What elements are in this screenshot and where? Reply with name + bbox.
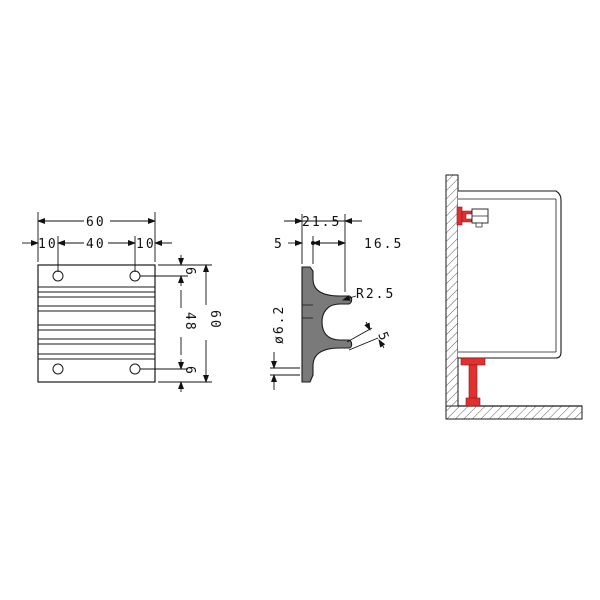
dim-hole-diameter bbox=[270, 352, 300, 390]
mounting-hole-top-left bbox=[52, 270, 64, 282]
dim-projection-label: 16.5 bbox=[364, 237, 403, 252]
dim-depth bbox=[284, 214, 362, 292]
dim-overall-height-label: 60 bbox=[207, 310, 222, 330]
wall-section bbox=[445, 174, 459, 407]
dim-flange-dot bbox=[311, 241, 315, 245]
floor-section bbox=[445, 405, 583, 420]
dim-left-offset-label: 10 bbox=[38, 237, 58, 252]
dim-overall-width bbox=[37, 212, 156, 262]
dim-top-offset-label: 6 bbox=[182, 267, 197, 277]
dim-right-offset-label: 10 bbox=[136, 237, 156, 252]
dim-flange-label: 5 bbox=[274, 237, 284, 252]
dim-vertical bbox=[140, 255, 212, 392]
plate-ribs bbox=[38, 286, 155, 360]
dim-hole-spacing bbox=[22, 236, 172, 272]
dim-flange bbox=[288, 236, 346, 264]
leg-top-cap bbox=[460, 357, 486, 366]
dim-hole-spacing-label: 40 bbox=[86, 237, 106, 252]
clamp-profile bbox=[301, 266, 353, 383]
dim-radius-label: R2.5 bbox=[356, 287, 395, 302]
dim-hole-diameter-label: ø6.2 bbox=[272, 305, 287, 344]
cabinet-body bbox=[458, 190, 562, 359]
dim-bottom-offset-label: 6 bbox=[182, 366, 197, 376]
front-view: 60 10 40 10 bbox=[22, 212, 222, 392]
mounting-hole-bottom-right bbox=[129, 363, 141, 375]
leg-foot bbox=[465, 397, 481, 407]
wall-clamp-plate bbox=[456, 206, 463, 226]
dim-hole-span-label: 48 bbox=[182, 312, 197, 332]
installation-view bbox=[445, 174, 583, 420]
plate-outline bbox=[37, 264, 156, 383]
dim-overall-width-label: 60 bbox=[86, 215, 106, 230]
mounting-hole-top-right bbox=[129, 270, 141, 282]
mounting-hole-bottom-left bbox=[52, 363, 64, 375]
dim-jaw-label: 5 bbox=[374, 330, 392, 345]
dim-radius-leader bbox=[342, 295, 357, 301]
leg-shaft bbox=[468, 364, 478, 399]
side-view: 21.5 5 16.5 R2.5 5 ø6.2 bbox=[270, 214, 403, 390]
dim-jaw bbox=[346, 321, 386, 351]
dim-depth-label: 21.5 bbox=[302, 215, 341, 230]
